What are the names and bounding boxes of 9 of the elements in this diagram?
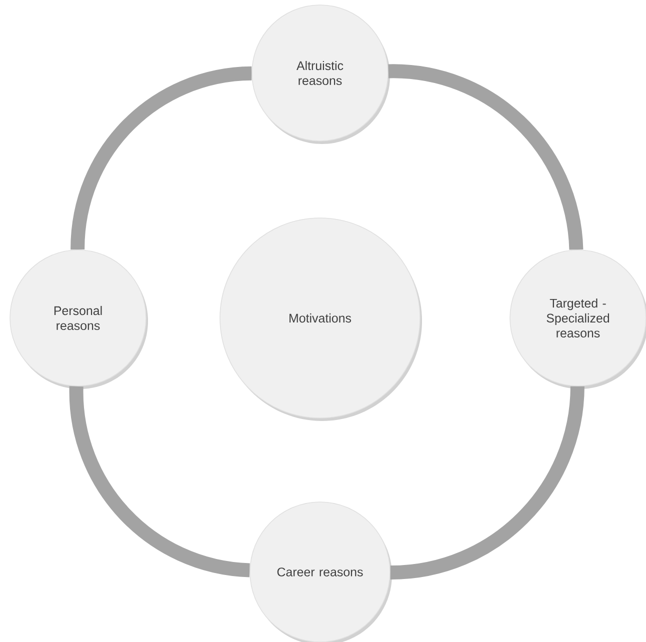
ring-connector <box>390 386 584 580</box>
ring-connector <box>70 66 252 250</box>
ring-connector <box>388 64 584 250</box>
circle-node: Personal reasons <box>10 250 148 389</box>
circle-node: Motivations <box>220 218 422 421</box>
ring-connector <box>69 386 250 578</box>
circle-node: Career reasons <box>250 502 392 642</box>
circle-node: Targeted - Specialized reasons <box>510 250 646 389</box>
circle-node: Altruistic reasons <box>252 4 390 144</box>
